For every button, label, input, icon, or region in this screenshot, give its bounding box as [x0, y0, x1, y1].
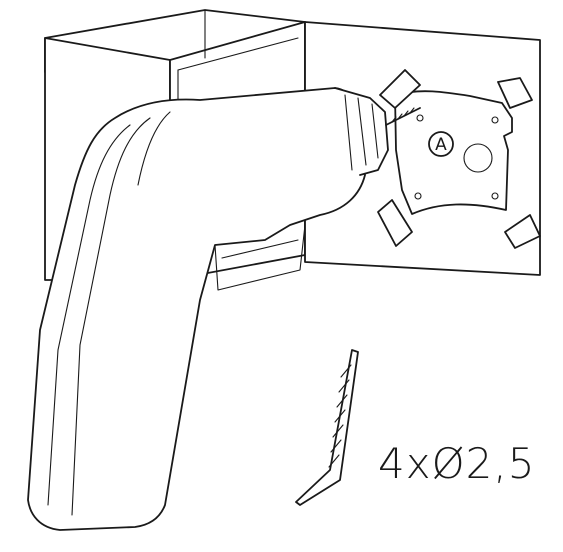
drill-spec-label: 4xØ2,5 [378, 439, 535, 488]
callout-a-label: A [435, 135, 447, 155]
mounting-bracket-icon: A [394, 90, 513, 215]
callout-a-circle [428, 131, 454, 157]
tape-icon [377, 69, 541, 249]
drill-icon [27, 87, 421, 531]
drill-bit-icon [295, 349, 359, 506]
